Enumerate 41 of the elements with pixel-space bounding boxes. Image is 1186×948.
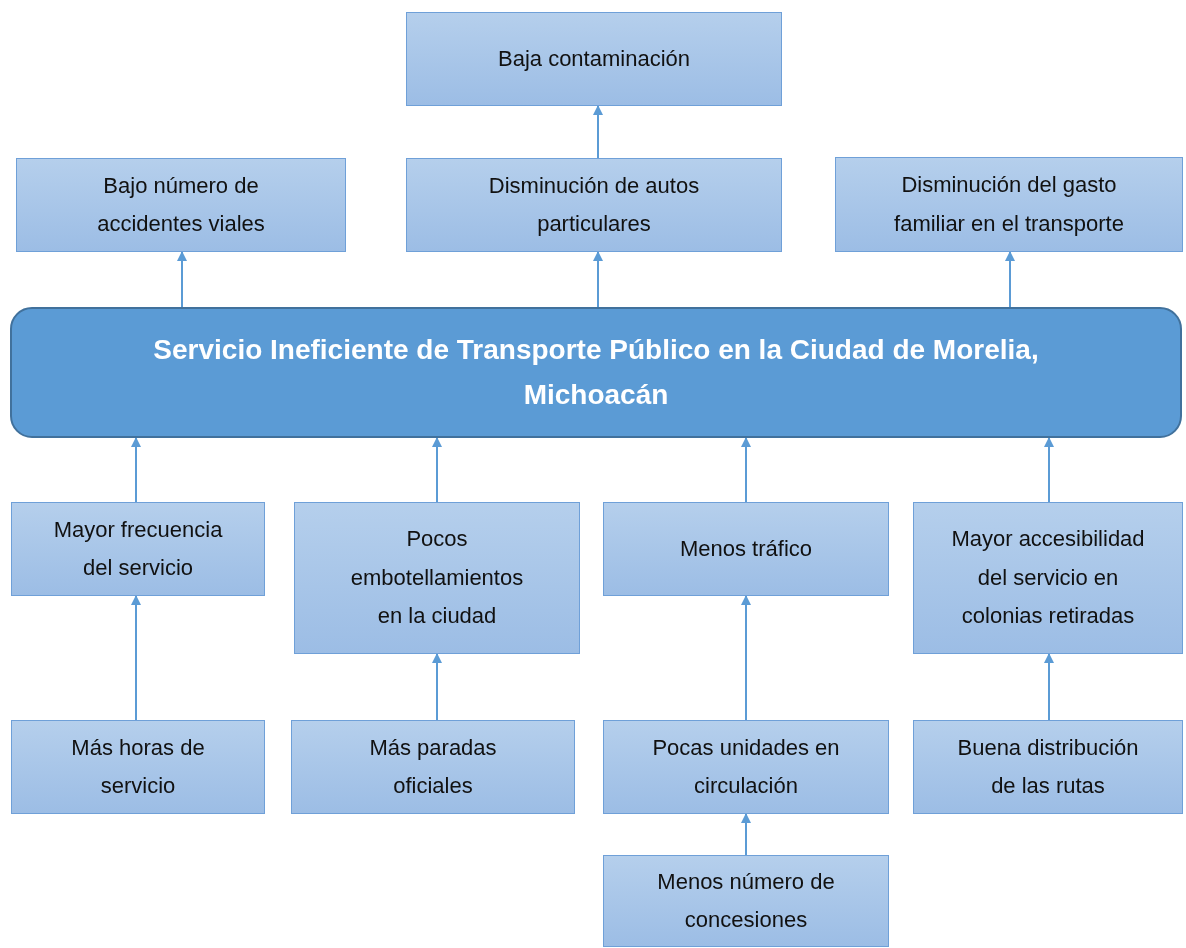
- process-box: [603, 502, 889, 596]
- box-text: Servicio Ineficiente de Transporte Público en la Ciudad de Morelia, Michoacán: [152, 332, 1040, 412]
- box-text: Menos número de concesiones: [656, 867, 836, 934]
- arrow: [741, 595, 751, 721]
- box-text: Disminución del gasto familiar en el transporte: [893, 171, 1125, 238]
- arrow: [1044, 653, 1054, 721]
- box-text: Baja contaminación: [498, 44, 690, 73]
- arrow: [131, 437, 141, 503]
- process-box: [406, 12, 782, 106]
- arrow: [741, 813, 751, 856]
- process-box: [406, 158, 782, 252]
- arrow: [593, 251, 603, 308]
- process-box: [11, 502, 265, 596]
- process-box: [603, 855, 889, 947]
- box-text: Pocas unidades en circulación: [651, 733, 841, 800]
- box-text: Más horas de servicio: [70, 733, 206, 800]
- process-box: [291, 720, 575, 814]
- arrow: [1005, 251, 1015, 308]
- process-box: [913, 502, 1183, 654]
- box-text: Mayor accesibilidad del servicio en colonias retiradas: [950, 525, 1146, 631]
- arrow: [131, 595, 141, 721]
- box-text: Pocos embotellamientos en la ciudad: [349, 525, 525, 631]
- process-box: [11, 720, 265, 814]
- arrow: [741, 437, 751, 503]
- arrow: [593, 105, 603, 159]
- process-box: [16, 158, 346, 252]
- box-text: Más paradas oficiales: [368, 733, 498, 800]
- arrow: [432, 653, 442, 721]
- problem-box: [10, 307, 1182, 438]
- arrow: [177, 251, 187, 308]
- box-text: Buena distribución de las rutas: [956, 733, 1140, 800]
- process-box: [603, 720, 889, 814]
- arrow: [1044, 437, 1054, 503]
- box-text: Disminución de autos particulares: [487, 171, 701, 238]
- process-box: [835, 157, 1183, 252]
- process-box: [294, 502, 580, 654]
- arrow: [432, 437, 442, 503]
- box-text: Menos tráfico: [679, 534, 813, 563]
- box-text: Bajo número de accidentes viales: [96, 171, 266, 238]
- process-box: [913, 720, 1183, 814]
- box-text: Mayor frecuencia del servicio: [52, 515, 224, 582]
